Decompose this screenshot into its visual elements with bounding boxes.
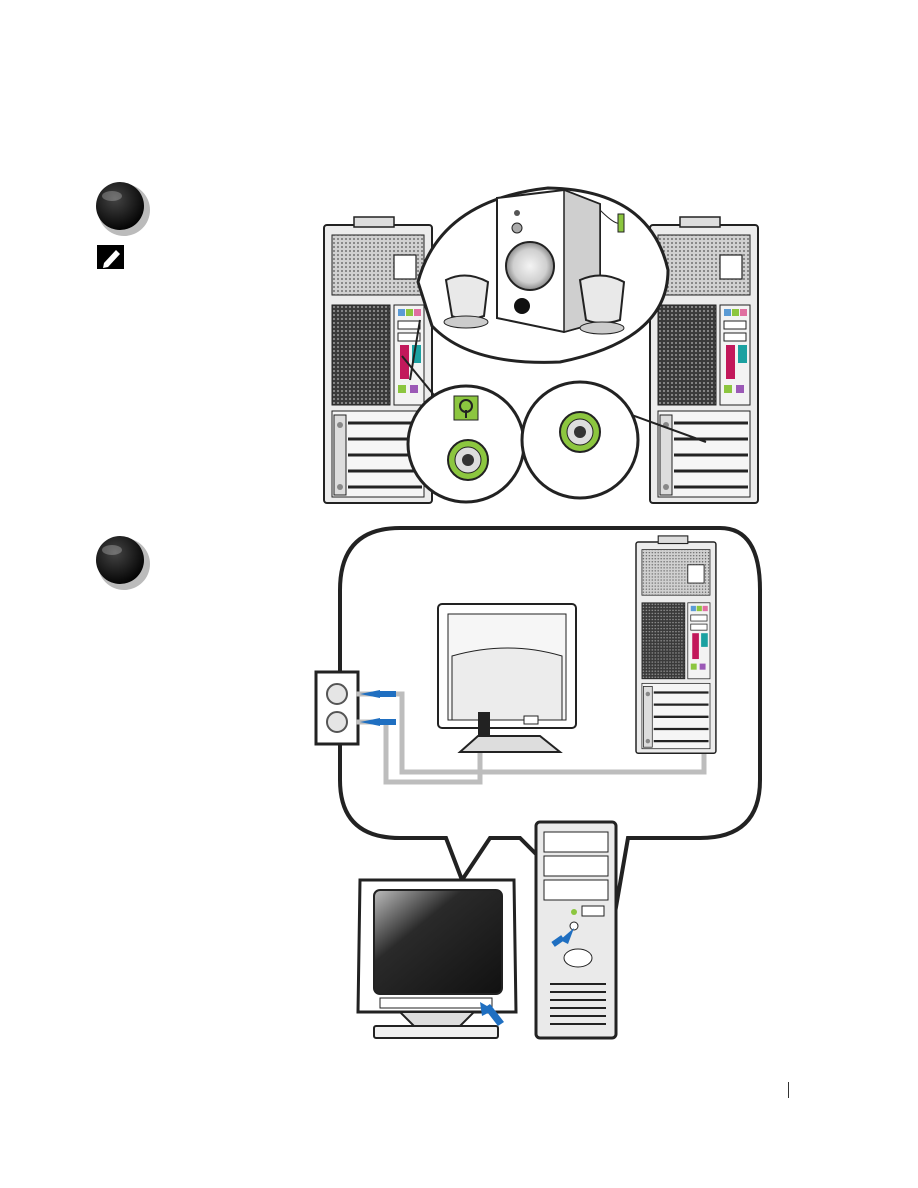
tower-rear — [636, 536, 716, 753]
step-2-bullet — [96, 536, 150, 590]
line-out-jack-zoom-green — [402, 356, 524, 502]
tower-front — [536, 822, 616, 1038]
step-1-bullet — [96, 182, 150, 236]
power-outlet — [316, 672, 358, 744]
page-number-rule — [788, 1082, 789, 1098]
satellite-speaker-right — [580, 275, 624, 334]
monitor-front — [358, 880, 516, 1038]
satellite-speaker-left — [444, 275, 488, 328]
note-pencil-icon — [97, 245, 124, 269]
speaker-set-callout — [410, 188, 668, 380]
